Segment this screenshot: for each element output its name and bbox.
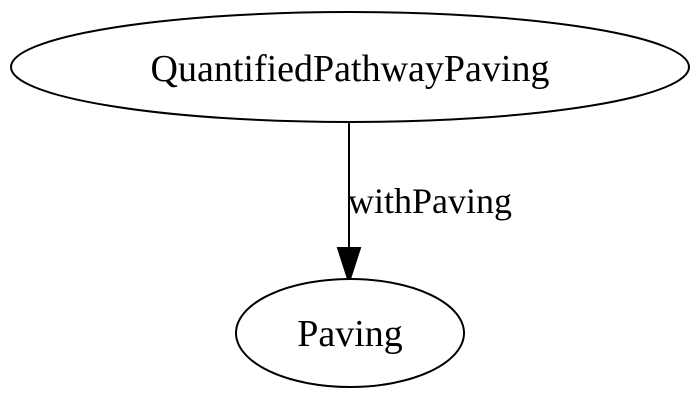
node-quantified-pathway-paving[interactable]: QuantifiedPathwayPaving: [10, 11, 690, 123]
node-paving-label: Paving: [297, 313, 403, 355]
edge-with-paving-label: withPaving: [348, 181, 512, 221]
node-quantified-pathway-paving-label: QuantifiedPathwayPaving: [151, 48, 550, 90]
node-paving[interactable]: Paving: [235, 278, 465, 388]
node-paving-shape: [235, 278, 465, 388]
edge-with-paving[interactable]: withPaving: [336, 122, 512, 286]
edge-with-paving-arrowhead: [336, 247, 362, 286]
